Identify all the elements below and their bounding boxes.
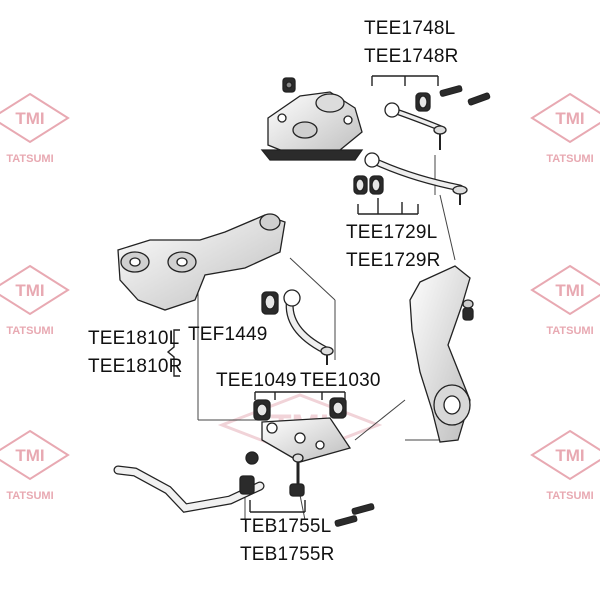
label-tee1748l: TEE1748L bbox=[364, 18, 456, 39]
watermark-brand-text: TATSUMI bbox=[6, 153, 53, 165]
lower-arm-tee1049-1030 bbox=[245, 397, 352, 465]
steering-knuckle bbox=[409, 265, 474, 443]
watermark-brand-text: TATSUMI bbox=[546, 153, 593, 165]
watermark-logo: TMI TATSUMI bbox=[530, 92, 600, 165]
watermark-logo-text: TMI bbox=[555, 109, 584, 128]
strut-mount bbox=[260, 77, 364, 161]
stabilizer-bar bbox=[113, 465, 265, 513]
bracket-tee1748 bbox=[371, 75, 439, 86]
watermark-diamond bbox=[0, 429, 70, 481]
label-tee1729l: TEE1729L bbox=[346, 222, 438, 243]
watermark-logo: TMI TATSUMI bbox=[530, 429, 600, 502]
watermark-brand-text: TATSUMI bbox=[6, 490, 53, 502]
watermark-diamond bbox=[0, 92, 70, 144]
watermark-logo: TMI TATSUMI bbox=[530, 264, 600, 337]
label-tee1049: TEE1049 bbox=[216, 370, 297, 391]
bolts-top bbox=[439, 85, 491, 106]
label-tee1810l: TEE1810L bbox=[88, 328, 180, 349]
label-teb1755r: TEB1755R bbox=[240, 544, 335, 565]
label-tef1449: TEF1449 bbox=[188, 324, 268, 345]
label-tee1030: TEE1030 bbox=[300, 370, 381, 391]
watermark-logo: TMI TATSUMI bbox=[0, 429, 70, 502]
watermark-brand-text: TATSUMI bbox=[6, 325, 53, 337]
bolts-bottom bbox=[334, 503, 375, 527]
watermark-diamond bbox=[530, 429, 600, 481]
watermark-logo-text: TMI bbox=[555, 446, 584, 465]
upper-arm-tee1748 bbox=[384, 92, 447, 150]
label-tee1748r: TEE1748R bbox=[364, 46, 459, 67]
watermark-logo: TMI TATSUMI bbox=[0, 92, 70, 165]
label-tee1810r: TEE1810R bbox=[88, 356, 183, 377]
watermark-logo: TMI TATSUMI bbox=[0, 264, 70, 337]
watermark-diamond bbox=[530, 92, 600, 144]
watermark-logo-text: TMI bbox=[15, 109, 44, 128]
stabilizer-link-teb1755 bbox=[289, 453, 305, 497]
watermark-logo-text: TMI bbox=[15, 281, 44, 300]
watermark-diamond bbox=[0, 264, 70, 316]
watermark-brand-text: TATSUMI bbox=[546, 325, 593, 337]
bracket-teb1755 bbox=[249, 500, 306, 513]
lower-arm-tef1449 bbox=[261, 289, 334, 365]
watermark-logo-text: TMI bbox=[555, 281, 584, 300]
upper-arm-tee1729 bbox=[353, 152, 468, 205]
bracket-tee1049-1030 bbox=[254, 391, 346, 400]
brace-tee1810 bbox=[166, 329, 180, 377]
watermark-diamond bbox=[530, 264, 600, 316]
label-tee1729r: TEE1729R bbox=[346, 250, 441, 271]
watermark-brand-text: TATSUMI bbox=[546, 490, 593, 502]
guide-lines bbox=[197, 155, 456, 521]
watermark-logo-text: TMI bbox=[15, 446, 44, 465]
bracket-tee1729 bbox=[357, 198, 419, 215]
subframe bbox=[117, 213, 286, 311]
label-teb1755l: TEB1755L bbox=[240, 516, 332, 537]
